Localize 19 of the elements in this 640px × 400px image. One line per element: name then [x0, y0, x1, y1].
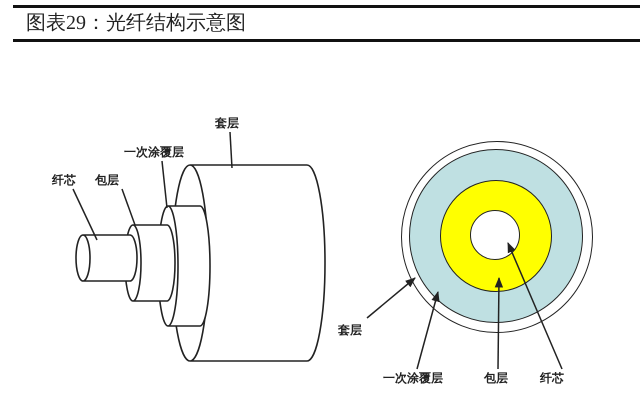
arrow — [494, 276, 504, 369]
arrow — [507, 242, 563, 370]
leader-line — [161, 160, 168, 208]
leader-line — [121, 188, 136, 226]
part-label: 纤芯 — [540, 371, 564, 385]
part-label: 一次涂覆层 — [383, 371, 443, 385]
arrow — [416, 290, 440, 370]
part-label: 包层 — [95, 173, 119, 187]
figure-title: 图表29：光纤结构示意图 — [26, 11, 246, 36]
part-label: 套层 — [215, 116, 239, 130]
leader-line — [229, 132, 233, 168]
fiber-ring — [470, 210, 520, 260]
part-label: 包层 — [484, 371, 508, 385]
part-label: 套层 — [338, 323, 362, 337]
part-label: 纤芯 — [52, 173, 76, 187]
leader-line — [72, 188, 98, 240]
part-label: 一次涂覆层 — [124, 145, 184, 159]
cylinder-layer-drawing — [75, 234, 138, 282]
arrow — [366, 277, 416, 319]
